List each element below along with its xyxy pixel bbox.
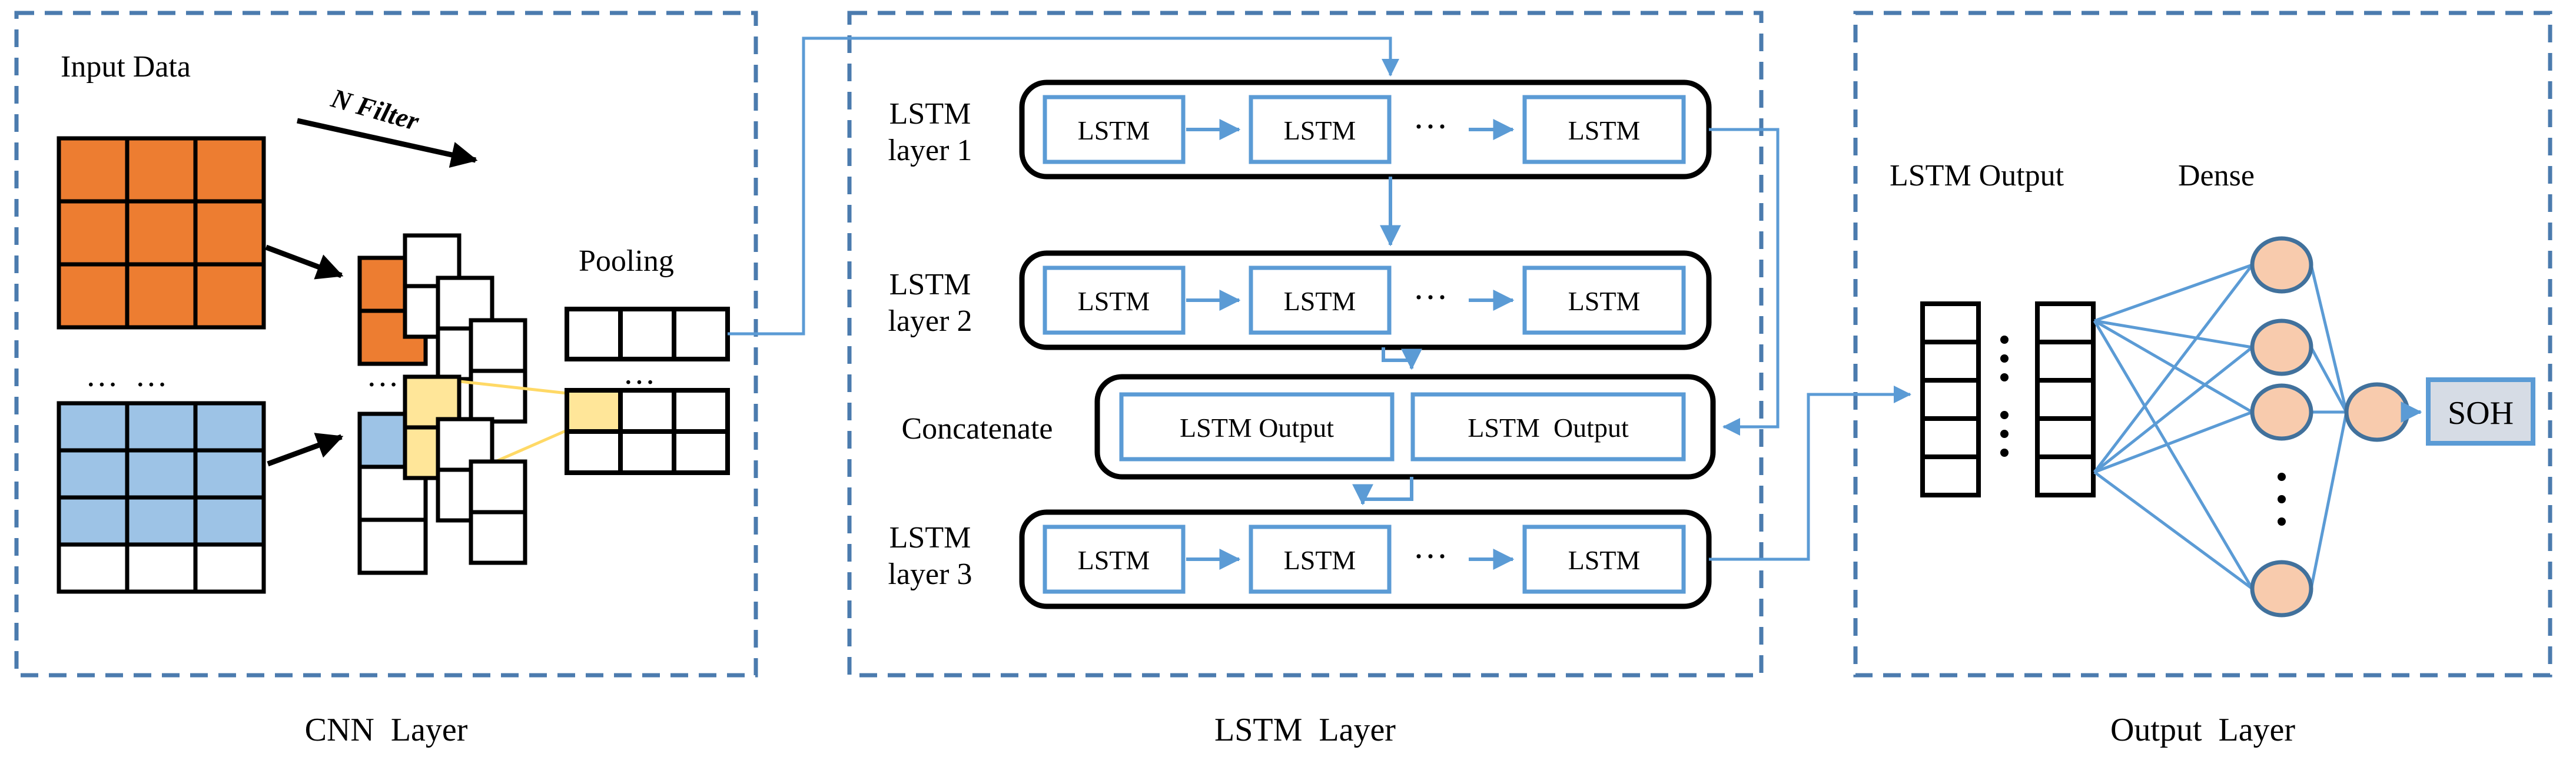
flow-arrow-layer3-output (1709, 386, 1912, 561)
vector-vdots-lower (2000, 411, 2009, 457)
cnn-layer-caption: CNN Layer (305, 712, 468, 748)
dense-neuron-4 (2250, 560, 2313, 618)
lstm-output-vector-1 (1920, 301, 1981, 497)
pooling-projection-line-top (460, 380, 567, 395)
output-panel-border (1853, 11, 2552, 678)
lstm-cell: LSTM (1078, 115, 1150, 145)
lstm-layer1-box: LSTM LSTM LSTM ··· (1019, 79, 1712, 180)
conv-arrow-blue-icon (267, 433, 344, 467)
dense-neuron-1 (2250, 236, 2313, 294)
dense-connections (2093, 263, 2348, 590)
pooled-grid (565, 388, 730, 475)
pooling-row (565, 307, 730, 361)
output-neuron (2344, 382, 2410, 442)
pooling-label: Pooling (579, 244, 674, 278)
flow-arrow-layer2-concat (1382, 347, 1422, 370)
lstm-cell: LSTM (1284, 115, 1356, 145)
lstm-cell: LSTM (1078, 286, 1150, 316)
lstm-cell: LSTM (1568, 545, 1641, 575)
lstm-layer2-label-line1: LSTM (889, 268, 971, 301)
lstm-layer1-label-line1: LSTM (889, 97, 971, 131)
blue-input-grid (57, 401, 266, 594)
feature-map-stack-upper (403, 233, 527, 424)
lstm-layer-caption: LSTM Layer (1214, 712, 1396, 748)
neuron-vdots (2278, 473, 2286, 526)
lstm-layer2-label-line2: layer 2 (888, 304, 972, 338)
soh-label: SOH (2448, 395, 2514, 432)
lstm-cell: LSTM (1568, 286, 1641, 316)
lstm-cell-ellipsis: ··· (1413, 537, 1448, 576)
n-filter-arrow-icon (297, 118, 478, 168)
lstm-cell-ellipsis: ··· (1413, 107, 1448, 146)
conv-arrow-orange-icon (265, 244, 344, 280)
concat-lstm-output-2: LSTM Output (1468, 413, 1629, 443)
lstm-cell-ellipsis: ··· (1413, 278, 1448, 317)
lstm-cell: LSTM (1284, 286, 1356, 316)
orange-input-grid (57, 136, 266, 330)
feed-arrow-pooling-to-lstm1 (728, 36, 1399, 336)
input-data-label: Input Data (61, 50, 191, 84)
flow-arrow-concat-layer3 (1352, 477, 1413, 506)
soh-box (2426, 377, 2535, 446)
concatenate-box: LSTM Output LSTM Output (1094, 374, 1716, 480)
lstm-layer1-label-line2: layer 1 (888, 134, 972, 167)
lstm-cell: LSTM (1078, 545, 1150, 575)
vector-vdots-upper (2000, 336, 2009, 381)
output-lstm-output-label: LSTM Output (1890, 159, 2064, 193)
dense-neuron-3 (2250, 383, 2313, 441)
concat-lstm-output-1: LSTM Output (1180, 413, 1334, 443)
concatenate-label: Concatenate (902, 412, 1053, 446)
lstm-panel-border (847, 11, 1764, 678)
cnn-panel-border (14, 11, 758, 678)
feedback-arrow-layer1-concat (1709, 128, 1780, 436)
lstm-layer2-box: LSTM LSTM LSTM ··· (1019, 250, 1712, 350)
lstm-layer3-label-line1: LSTM (889, 521, 971, 555)
lstm-layer3-box: LSTM LSTM LSTM ··· (1019, 509, 1712, 609)
lstm-output-vector-2 (2035, 301, 2096, 497)
dense-neuron-2 (2250, 318, 2313, 376)
cnn-ellipsis-left: ··· ··· (85, 367, 168, 403)
lstm-cell: LSTM (1568, 115, 1641, 145)
dense-label: Dense (2178, 159, 2255, 193)
lstm-cell: LSTM (1284, 545, 1356, 575)
lstm-layer3-label-line2: layer 3 (888, 557, 972, 591)
feature-map-stack-lower (403, 374, 527, 565)
feature-ellipsis: ··· (366, 367, 399, 403)
output-layer-caption: Output Layer (2110, 712, 2295, 748)
